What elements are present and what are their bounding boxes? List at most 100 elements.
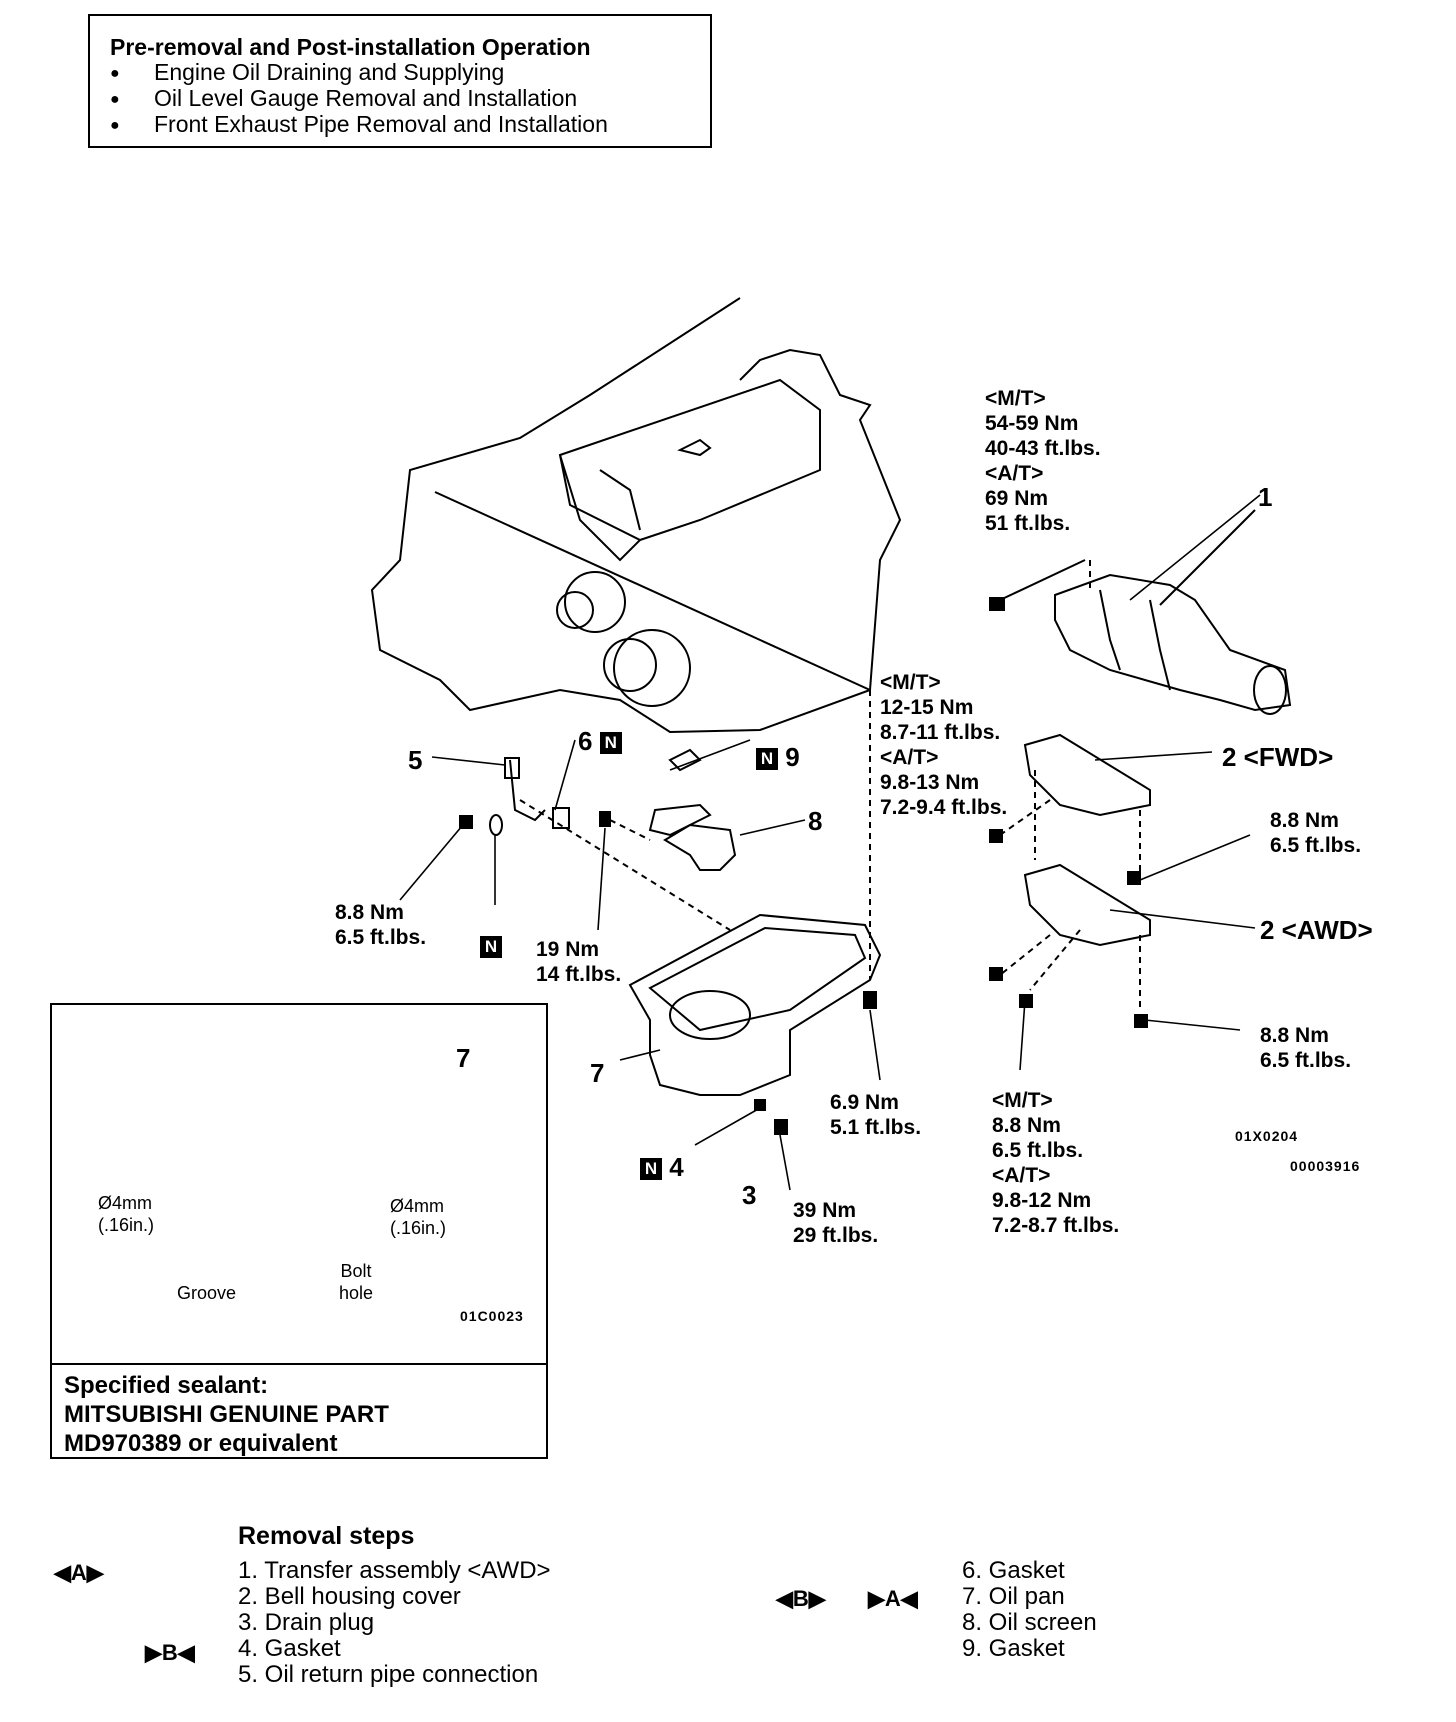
part-number-4: N 4	[640, 1152, 684, 1183]
torque-nm: 9.8-12 Nm	[992, 1189, 1092, 1212]
screen-bolt-torque-label: 19 Nm 14 ft.lbs.	[536, 937, 621, 987]
torque-nm: 8.8 Nm	[1270, 809, 1339, 832]
mt-tag: <M/T>	[985, 387, 1046, 410]
pre-removal-item: Oil Level Gauge Removal and Installation	[110, 86, 608, 112]
torque-ft: 5.1 ft.lbs.	[830, 1116, 922, 1139]
pipe-bolt-torque-label: 8.8 Nm 6.5 ft.lbs.	[335, 900, 426, 950]
oil-pan-drawing	[519, 690, 882, 1096]
pre-removal-item: Engine Oil Draining and Supplying	[110, 60, 608, 86]
inset-figure-code: 01C0023	[460, 1308, 524, 1324]
groove-label: Groove	[177, 1283, 237, 1303]
torque-nm: 69 Nm	[985, 487, 1049, 510]
dimension-in: (.16in.)	[98, 1215, 155, 1235]
dimension-in: (.16in.)	[390, 1218, 447, 1238]
n-new-part-badge: N	[640, 1158, 662, 1181]
torque-ft: 29 ft.lbs.	[793, 1224, 879, 1247]
dimension-mm: Ø4mm	[98, 1193, 152, 1213]
removal-marker-b: ◀B▶	[776, 1586, 826, 1611]
removal-step: 3. Drain plug	[238, 1609, 375, 1636]
pan-bolt-torque-label: 6.9 Nm 5.1 ft.lbs.	[830, 1090, 921, 1140]
torque-nm: 8.8 Nm	[992, 1114, 1061, 1137]
part-number-1: 1	[1258, 482, 1273, 512]
torque-ft: 6.5 ft.lbs.	[1270, 834, 1362, 857]
at-tag: <A/T>	[880, 746, 939, 769]
removal-step: 7. Oil pan	[962, 1583, 1065, 1610]
drain-plug-torque-label: 39 Nm 29 ft.lbs.	[793, 1198, 878, 1248]
torque-nm: 19 Nm	[536, 938, 600, 961]
part-number-2-awd: 2 <AWD>	[1260, 915, 1373, 945]
right-bead-dimension: Ø4mm (.16in.)	[390, 1195, 446, 1239]
part-number-5: 5	[408, 745, 423, 775]
install-marker-b: ▶B◀	[145, 1640, 195, 1665]
torque-nm: 54-59 Nm	[985, 412, 1079, 435]
part-number-6: 6 N	[578, 726, 622, 757]
inset-divider	[52, 1363, 546, 1365]
part-number-9: N 9	[756, 742, 800, 773]
left-bead-dimension: Ø4mm (.16in.)	[98, 1192, 154, 1236]
sealant-line: MD970389 or equivalent	[64, 1430, 338, 1457]
pre-removal-box: Pre-removal and Post-installation Operat…	[88, 14, 712, 148]
sealant-inset-box: Specified sealant: MITSUBISHI GENUINE PA…	[50, 1003, 548, 1459]
part-number-6-text: 6	[578, 726, 593, 756]
torque-nm: 6.9 Nm	[830, 1091, 899, 1114]
removal-step: 2. Bell housing cover	[238, 1583, 461, 1610]
torque-ft: 14 ft.lbs.	[536, 963, 622, 986]
mt-tag: <M/T>	[992, 1089, 1053, 1112]
pre-removal-title: Pre-removal and Post-installation Operat…	[110, 34, 591, 60]
bolt-shapes	[459, 597, 1148, 1135]
oil-screen-and-pipe-drawing	[489, 748, 737, 871]
n-badge-gasket: N	[480, 936, 502, 958]
n-new-part-badge: N	[599, 732, 622, 755]
torque-ft: 7.2-9.4 ft.lbs.	[880, 796, 1008, 819]
mt-tag: <M/T>	[880, 671, 941, 694]
lower-bolt-torque-label: <M/T> 8.8 Nm 6.5 ft.lbs. <A/T> 9.8-12 Nm…	[992, 1088, 1119, 1238]
bolt-hole-line: Bolt	[340, 1261, 372, 1281]
torque-ft: 8.7-11 ft.lbs.	[880, 721, 1001, 744]
removal-steps-title: Removal steps	[238, 1522, 415, 1550]
sealant-spec: Specified sealant: MITSUBISHI GENUINE PA…	[64, 1371, 389, 1458]
removal-marker-a: ◀A▶	[54, 1560, 104, 1585]
transfer-torque-label: <M/T> 54-59 Nm 40-43 ft.lbs. <A/T> 69 Nm…	[985, 386, 1101, 536]
figure-code-2: 00003916	[1290, 1158, 1361, 1174]
at-tag: <A/T>	[985, 462, 1044, 485]
fwd-bolt-torque-label: 8.8 Nm 6.5 ft.lbs.	[1270, 808, 1361, 858]
torque-ft: 6.5 ft.lbs.	[992, 1139, 1084, 1162]
dimension-mm: Ø4mm	[390, 1196, 444, 1216]
removal-step: 1. Transfer assembly <AWD>	[238, 1557, 551, 1584]
n-new-part-badge: N	[756, 748, 778, 771]
torque-ft: 6.5 ft.lbs.	[335, 926, 427, 949]
leader-lines	[399, 494, 1261, 1191]
removal-step: 8. Oil screen	[962, 1609, 1097, 1636]
sealant-line: MITSUBISHI GENUINE PART	[64, 1401, 389, 1428]
removal-step: 9. Gasket	[962, 1635, 1065, 1662]
figure-code-1: 01X0204	[1235, 1128, 1299, 1144]
part-number-3: 3	[742, 1180, 757, 1210]
pre-removal-list: Engine Oil Draining and Supplying Oil Le…	[110, 60, 608, 138]
install-marker-a: ▶A◀	[868, 1586, 918, 1611]
torque-nm: 8.8 Nm	[1260, 1024, 1329, 1047]
removal-step: 4. Gasket	[238, 1635, 341, 1662]
n-new-part-badge: N	[480, 936, 502, 958]
bell-housing-covers-drawing	[999, 733, 1151, 1010]
removal-step: 6. Gasket	[962, 1557, 1065, 1584]
part-number-2-fwd: 2 <FWD>	[1222, 742, 1334, 772]
part-number-7-inset: 7	[456, 1043, 471, 1073]
torque-ft: 7.2-8.7 ft.lbs.	[992, 1214, 1120, 1237]
bolt-hole-label: Bolt hole	[339, 1260, 373, 1304]
pre-removal-item: Front Exhaust Pipe Removal and Installat…	[110, 112, 608, 138]
torque-nm: 39 Nm	[793, 1199, 857, 1222]
torque-ft: 6.5 ft.lbs.	[1260, 1049, 1352, 1072]
removal-step: 5. Oil return pipe connection	[238, 1661, 539, 1688]
at-tag: <A/T>	[992, 1164, 1051, 1187]
torque-nm: 12-15 Nm	[880, 696, 974, 719]
awd-bolt-torque-label: 8.8 Nm 6.5 ft.lbs.	[1260, 1023, 1351, 1073]
bolt-hole-line: hole	[339, 1283, 374, 1303]
engine-block-outline	[370, 297, 902, 734]
torque-nm: 9.8-13 Nm	[880, 771, 980, 794]
torque-ft: 51 ft.lbs.	[985, 512, 1071, 535]
torque-nm: 8.8 Nm	[335, 901, 404, 924]
part-number-4-text: 4	[669, 1152, 684, 1182]
sealant-line: Specified sealant:	[64, 1372, 269, 1399]
bell-housing-torque-label: <M/T> 12-15 Nm 8.7-11 ft.lbs. <A/T> 9.8-…	[880, 670, 1007, 820]
